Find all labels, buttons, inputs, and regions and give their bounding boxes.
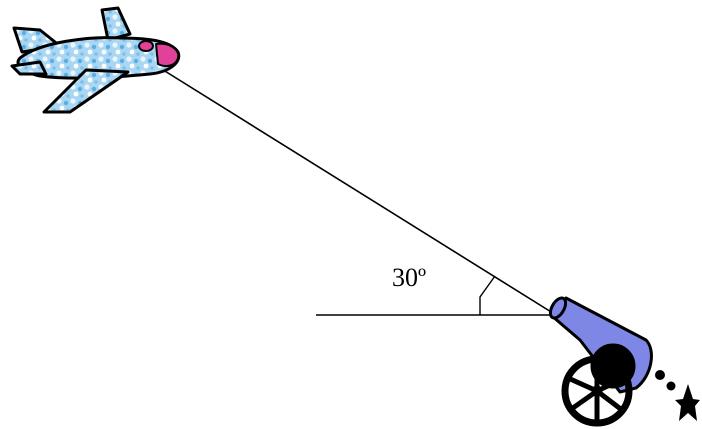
fuse-dots	[655, 370, 676, 391]
cannon-icon	[548, 296, 653, 427]
star-icon	[675, 384, 700, 421]
angle-label: 30º	[392, 263, 426, 292]
airplane-icon	[10, 6, 181, 114]
angle-arc	[479, 275, 496, 315]
line-of-sight	[159, 67, 557, 316]
